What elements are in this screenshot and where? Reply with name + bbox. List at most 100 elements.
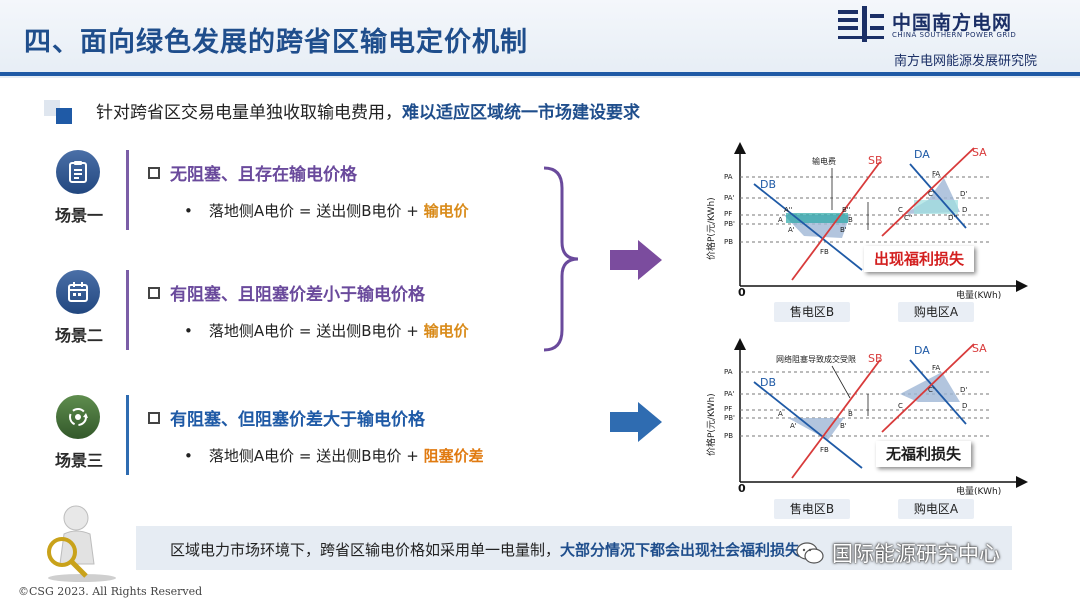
price-label-pb: PB: [724, 238, 733, 246]
origin-label: 0: [738, 482, 746, 495]
demand-curve-a: [909, 359, 967, 425]
wechat-icon: [796, 542, 824, 564]
point-label: D: [962, 206, 967, 214]
price-label-pa: PA: [724, 173, 733, 181]
point-label: B: [848, 410, 853, 418]
checkbox-icon: [148, 287, 160, 299]
point-label: D'': [948, 214, 957, 222]
scene-3-formula: • 落地侧A电价 = 送出侧B电价 + 阻塞价差: [184, 445, 484, 466]
curve-label-sa: SA: [972, 146, 987, 159]
curve-label-db: DB: [760, 178, 776, 191]
curve-label-da: DA: [914, 148, 930, 161]
scene-3-formula-highlight: 阻塞价差: [423, 447, 484, 465]
point-label: B'': [842, 206, 851, 214]
point-label: C: [898, 206, 903, 214]
cycle-icon: [69, 408, 88, 426]
y-axis-label: 价格P(元/KWh): [705, 197, 717, 260]
origin-label: 0: [738, 286, 746, 299]
transmission-fee-strip-a: [914, 200, 958, 214]
logo-chinese-name: 中国南方电网: [892, 12, 1013, 34]
scene-1-heading-text: 无阻塞、且存在输电价格: [170, 165, 357, 185]
transmission-fee-annotation: 输电费: [812, 156, 836, 166]
point-label: A'': [784, 206, 793, 214]
curve-label-db: DB: [760, 376, 776, 389]
welfare-chart-1: 价格P(元/KWh) 电量(KWh) 0 PA PA' PF PB' PB DB…: [705, 142, 1028, 301]
congestion-annotation: 网络阻塞导致成交受限: [776, 354, 856, 364]
region-a-label: 购电区A: [898, 302, 974, 322]
point-label: A: [778, 216, 783, 224]
point-label: B: [848, 216, 853, 224]
arrow-right-icon: [610, 240, 662, 280]
price-label-pa-prime: PA': [724, 390, 735, 398]
right-brace-icon: [543, 166, 579, 352]
transmission-fee-strip-b: [786, 213, 848, 223]
header-bar: 四、面向绿色发展的跨省区输电定价机制 中国南方电网 CHINA SOUTHERN…: [0, 0, 1080, 78]
point-label: D: [962, 402, 967, 410]
region-a-label: 购电区A: [898, 499, 974, 519]
arrow-right-icon: [610, 402, 662, 442]
point-label: FB: [820, 248, 829, 256]
point-label: C': [928, 386, 935, 394]
scene-3-divider: [126, 395, 129, 475]
price-label-pa: PA: [724, 368, 733, 376]
supply-curve-b: [791, 359, 881, 479]
conclusion-text: 区域电力市场环境下，跨省区输电价格如采用单一电量制，大部分情况下都会出现社会福利…: [170, 539, 800, 560]
point-label: C: [898, 402, 903, 410]
scene-2-heading: 有阻塞、且阻塞价差小于输电价格: [148, 280, 425, 305]
conclusion-lead: 区域电力市场环境下，跨省区输电价格如采用单一电量制，: [170, 541, 561, 559]
welfare-area-b: [788, 418, 844, 440]
scene-1-name: 场景一: [54, 206, 103, 225]
scene-3: 场景三 有阻塞、但阻塞价差大于输电价格 • 落地侧A电价 = 送出侧B电价 + 阻…: [44, 395, 564, 495]
point-label: D': [960, 190, 967, 198]
scene-2-formula-highlight: 输电价: [423, 322, 469, 340]
point-label: D': [960, 386, 967, 394]
point-label: C': [928, 190, 935, 198]
point-label: A': [788, 226, 795, 234]
point-label: FB: [820, 446, 829, 454]
scene-3-heading-text: 有阻塞、但阻塞价差大于输电价格: [170, 410, 425, 430]
scene-3-name: 场景三: [54, 451, 103, 470]
demand-curve-a: [909, 163, 967, 229]
y-axis-label: 价格P(元/KWh): [705, 393, 717, 456]
price-label-pf: PF: [724, 210, 732, 218]
annotation-pointer: [831, 365, 851, 399]
scene-2-badge: [56, 270, 100, 314]
curve-label-da: DA: [914, 344, 930, 357]
scene-3-formula-text: 落地侧A电价 = 送出侧B电价 +: [208, 447, 424, 465]
csg-logo-icon: [838, 6, 884, 42]
point-label: FA: [932, 364, 940, 372]
scene-3-heading: 有阻塞、但阻塞价差大于输电价格: [148, 405, 425, 430]
scene-1-divider: [126, 150, 129, 230]
point-label: A: [778, 410, 783, 418]
supply-curve-b: [791, 161, 881, 281]
curve-label-sa: SA: [972, 342, 987, 355]
institute-name: 南方电网能源发展研究院: [894, 54, 1038, 69]
scene-2-name: 场景二: [54, 326, 103, 345]
point-label: C'': [904, 214, 913, 222]
page-title: 四、面向绿色发展的跨省区输电定价机制: [24, 27, 528, 58]
header-divider: [0, 72, 1080, 76]
point-label: A': [790, 422, 797, 430]
point-label: FA: [932, 170, 940, 178]
scene-2-formula-text: 落地侧A电价 = 送出侧B电价 +: [208, 322, 424, 340]
scene-2-heading-text: 有阻塞、且阻塞价差小于输电价格: [170, 285, 425, 305]
clipboard-icon: [69, 161, 87, 183]
bullet-dot-icon: •: [184, 447, 193, 465]
calendar-icon: [68, 282, 88, 302]
copyright-footer: ©CSG 2023. All Rights Reserved: [18, 585, 203, 598]
scene-1-formula-text: 落地侧A电价 = 送出侧B电价 +: [208, 202, 424, 220]
price-label-pb: PB: [724, 432, 733, 440]
checkbox-icon: [148, 412, 160, 424]
point-label: B': [840, 422, 847, 430]
price-label-pb-prime: PB': [724, 220, 735, 228]
section-subtitle: 针对跨省区交易电量单独收取输电费用，难以适应区域统一市场建设要求: [44, 96, 764, 126]
demand-curve-b: [753, 183, 863, 271]
scene-1: 场景一 无阻塞、且存在输电价格 •落地侧A电价 = 送出侧B电价 + 输电价: [44, 150, 564, 250]
conclusion-box: 区域电力市场环境下，跨省区输电价格如采用单一电量制，大部分情况下都会出现社会福利…: [136, 526, 1012, 570]
conclusion-emphasis: 大部分情况下都会出现社会福利损失: [560, 541, 801, 559]
scene-1-heading: 无阻塞、且存在输电价格: [148, 160, 357, 185]
watermark-text: 国际能源研究中心: [832, 542, 1000, 566]
magnifier-figure-icon: [47, 505, 116, 582]
checkbox-icon: [148, 167, 160, 179]
supply-curve-a: [881, 343, 975, 433]
